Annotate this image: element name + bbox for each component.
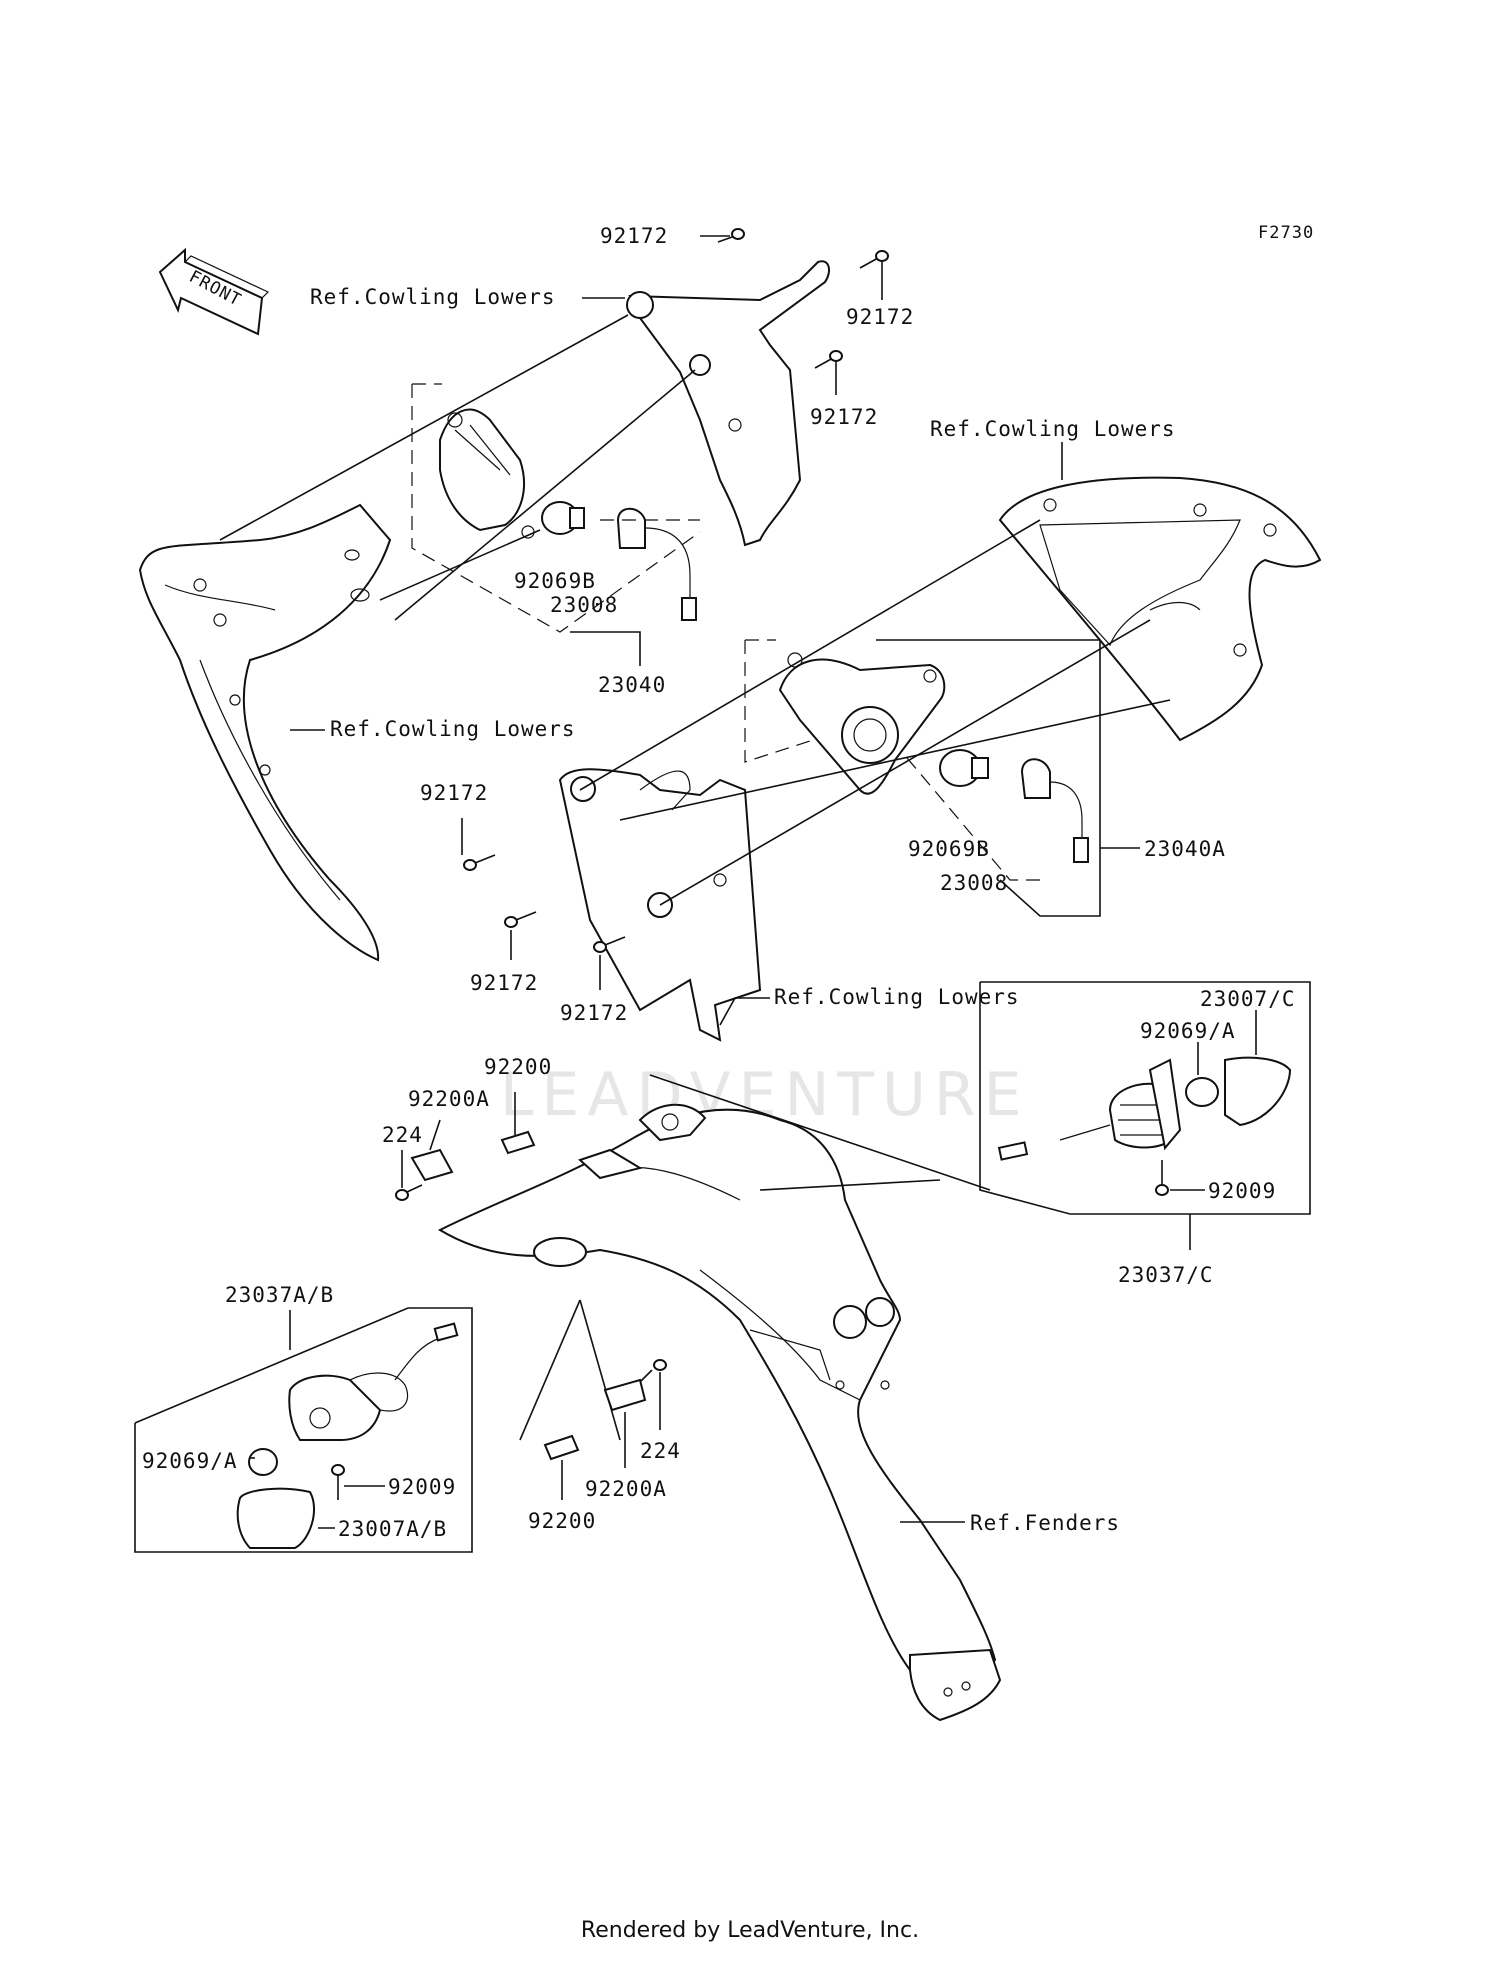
screw-icon <box>504 911 537 928</box>
part-23008-right: 23008 <box>940 871 1008 895</box>
part-224-top: 224 <box>382 1123 423 1147</box>
ref-cowling-lowers-bottom: Ref.Cowling Lowers <box>774 985 1020 1009</box>
rear-fender <box>437 1108 1002 1722</box>
part-92172-top: 92172 <box>600 224 668 248</box>
socket-icon <box>616 507 697 621</box>
bulb-icon <box>541 501 585 535</box>
figure-code: F2730 <box>1258 223 1314 243</box>
upper-bracket <box>626 260 831 547</box>
screw-icon <box>717 228 745 243</box>
part-92009-left: 92009 <box>388 1475 456 1499</box>
part-23007ab: 23007A/B <box>338 1517 447 1541</box>
ref-cowling-lowers-left: Ref.Cowling Lowers <box>330 717 576 741</box>
clip-icon <box>603 1378 647 1412</box>
left-lamp-housing <box>439 408 535 539</box>
part-23007c: 23007/C <box>1200 987 1296 1011</box>
right-lamp-housing <box>778 652 946 795</box>
part-23008-left: 23008 <box>550 593 618 617</box>
part-92069a-left: 92069/A <box>142 1449 238 1473</box>
screw-icon <box>331 1464 345 1500</box>
screw-icon <box>859 250 889 269</box>
part-92069b-right: 92069B <box>908 837 990 861</box>
right-cowling-lower <box>998 476 1322 742</box>
part-23037c: 23037/C <box>1118 1263 1214 1287</box>
part-92172-mid-a: 92172 <box>420 781 488 805</box>
plate-icon <box>543 1434 580 1461</box>
screw-icon <box>639 1359 667 1383</box>
footer-credit: Rendered by LeadVenture, Inc. <box>580 1918 920 1943</box>
screw-icon <box>395 1184 423 1201</box>
screw-icon <box>593 936 626 953</box>
front-arrow-icon: FRONT <box>158 247 270 336</box>
ref-cowling-lowers-right: Ref.Cowling Lowers <box>930 417 1176 441</box>
part-92200-bottom: 92200 <box>528 1509 596 1533</box>
clip-icon <box>410 1148 454 1182</box>
part-92172-right-a: 92172 <box>846 305 914 329</box>
part-92172-mid-c: 92172 <box>560 1001 628 1025</box>
left-turn-signal <box>236 1322 459 1549</box>
bulb-icon <box>939 749 989 787</box>
right-turn-signal <box>997 1056 1292 1161</box>
fender-mount <box>578 1103 707 1180</box>
part-92172-mid-b: 92172 <box>470 971 538 995</box>
part-92069a-right: 92069/A <box>1140 1019 1236 1043</box>
part-92009-right: 92009 <box>1208 1179 1276 1203</box>
screw-icon <box>463 854 496 871</box>
part-92200-top: 92200 <box>484 1055 552 1079</box>
part-23040: 23040 <box>598 673 666 697</box>
part-224-bottom: 224 <box>640 1439 681 1463</box>
ref-fenders: Ref.Fenders <box>970 1511 1120 1535</box>
part-23040a: 23040A <box>1144 837 1226 861</box>
part-92200a-bottom: 92200A <box>585 1477 667 1501</box>
left-cowling-lower <box>138 503 392 962</box>
part-92069b-left: 92069B <box>514 569 596 593</box>
part-92200a-top: 92200A <box>408 1087 490 1111</box>
socket-icon <box>1020 758 1089 863</box>
plate-icon <box>500 1130 536 1155</box>
part-92172-right-b: 92172 <box>810 405 878 429</box>
screw-icon <box>1155 1160 1169 1196</box>
ref-cowling-lowers-top: Ref.Cowling Lowers <box>310 285 556 309</box>
part-23037ab: 23037A/B <box>225 1283 334 1307</box>
screw-icon <box>814 350 843 369</box>
